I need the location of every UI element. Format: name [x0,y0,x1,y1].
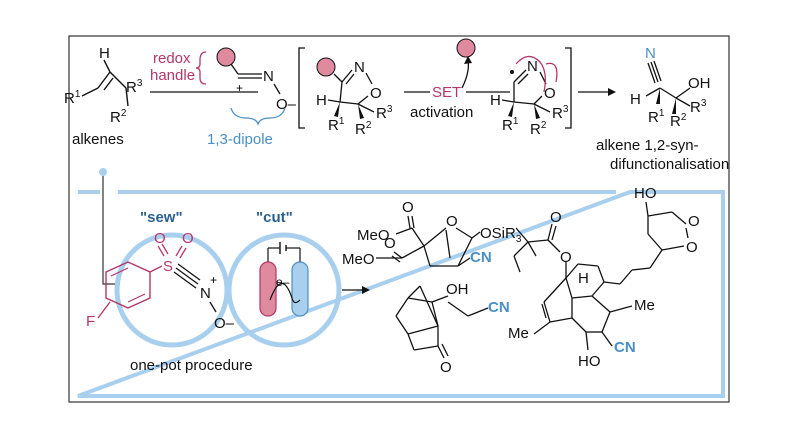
product-oh: OH [688,75,711,92]
set-label: SET [432,84,461,101]
rad-n: N [527,58,538,75]
right-bracket [565,47,572,129]
oxa-osir3: OSiR3 [480,225,522,245]
rad-o: O [544,85,556,102]
isox-o: O [370,85,382,102]
norb-oh: OH [446,281,469,298]
reagent-o: O– [214,315,235,332]
oxa-ketone-o: O [402,199,414,216]
sulfonyl-s: S [163,258,173,275]
ester-o: O [384,235,396,252]
reagent-n: N [200,285,211,302]
isox-r2: R2 [355,120,372,138]
product-r2: R2 [670,112,687,130]
lower-panel-border [77,190,725,398]
product-r1: R1 [648,108,665,126]
dipole-brace [230,107,286,127]
meo-1: MeO [357,227,390,244]
sulfonyl-o2: O [182,230,194,247]
dipole-label: 1,3-dipole [207,131,273,148]
redox-brace [195,51,207,85]
oxa-bridge-o: O [446,213,458,230]
norb-cn: CN [488,299,510,316]
lactone-carbonyl-o: O [688,213,700,230]
release-arrowhead [464,56,472,64]
one-pot-label: one-pot procedure [130,357,253,374]
electron-label: e– [276,275,290,289]
cut-circle [226,232,342,348]
isox-n: N [354,59,365,76]
product-r3: R3 [690,98,707,116]
statin-me-right: Me [634,297,655,314]
alkene-r3: R3 [126,78,143,96]
set-label-bg [430,84,466,100]
connector-line [102,176,120,285]
product-arrowhead [608,88,616,96]
dipole-n: N [263,68,274,85]
dipole-plus: + [236,81,243,95]
rad-r1: R1 [502,116,519,134]
dipole-o: O– [276,96,297,113]
reagent-plus: + [210,273,217,287]
oxabicyclic-product: O MeO O MeO O OSiR3 CN [342,199,522,268]
nitrile-oxide: + N O– [216,47,297,113]
alkene-h: H [99,45,110,62]
release-arrow [461,59,470,89]
product-structure: N OH H R1 R2 R3 [630,45,711,130]
meo-2: MeO [342,251,375,268]
cut-label: "cut" [256,209,293,226]
fluoro-f: F [86,313,95,330]
isox-h: H [316,92,327,109]
statin-bridge-h: H [578,270,589,287]
oxa-cn: CN [470,249,492,266]
product-label-2: difunctionalisation [610,156,729,173]
activation-label: activation [410,104,473,121]
ester-carbonyl-o: O [550,209,562,226]
released-handle-circle [456,38,476,58]
isox-r3: R3 [376,104,393,122]
radical-intermediate: N O H R1 R2 R3 [490,55,569,138]
alkene-r2: R2 [110,108,127,126]
outer-frame [68,35,730,403]
statin-me-left: Me [508,325,529,342]
norbornane-product: OH CN O [395,281,510,376]
alkenes-label: alkenes [72,131,124,148]
sulfonyl-reagent: F S O O N + O– [86,230,235,332]
product-h: H [630,91,641,108]
statin-ho-top: HO [634,185,657,202]
anode [259,261,277,317]
ester-link-o: O [560,249,572,266]
redox-label: redox [153,50,191,67]
alkene-r1: R1 [64,89,81,107]
lactone-ring-o: O [686,239,698,256]
application-arrowhead [362,286,370,294]
statin-cn: CN [614,339,636,356]
alkene-structure: H R1 R3 R2 [64,45,143,126]
cathode [291,261,309,317]
rad-h: H [490,92,501,109]
statin-product: HO O O H Me CN HO Me [508,185,700,370]
connector-dot [99,168,107,176]
electrochem-cell: e– [259,242,309,317]
rad-r2: R2 [530,120,547,138]
rad-r3: R3 [552,104,569,122]
isoxazoline: N O H R1 R2 R3 [316,57,393,138]
norb-ketone-o: O [440,359,452,376]
handle-label: handle [150,67,195,84]
redox-handle-circle [216,47,236,67]
product-n: N [645,45,656,62]
sew-label: "sew" [140,209,183,226]
handle-circle-2 [316,57,336,77]
product-label-1: alkene 1,2-syn- [596,137,699,154]
sulfonyl-o1: O [154,230,166,247]
isox-r1: R1 [328,116,345,134]
statin-ho-bottom: HO [578,353,601,370]
left-bracket [298,47,305,129]
